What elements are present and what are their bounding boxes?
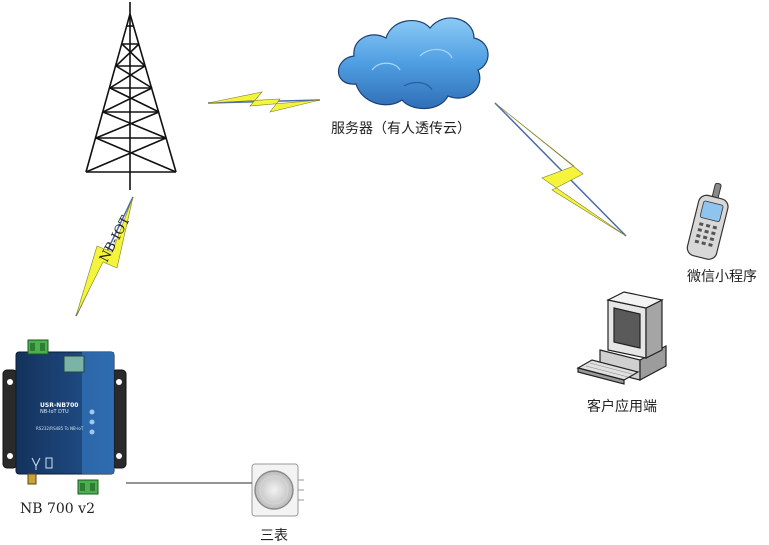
- cell-tower-icon: [85, 2, 177, 190]
- lightning-icon: [207, 91, 321, 113]
- dtu-device-icon: [2, 339, 127, 495]
- device-model-label: USR-NB700: [40, 402, 79, 409]
- mobile-phone-icon: [686, 182, 729, 260]
- cloud-icon: [338, 17, 489, 110]
- meter-icon: [251, 463, 304, 517]
- lightning-icon: [494, 102, 627, 237]
- server-label: 服务器（有人透传云）: [331, 121, 471, 137]
- desktop-computer-icon: [576, 291, 667, 385]
- device-interface-label: RS232/RS485 To NB-IoT: [36, 426, 84, 431]
- device-label: NB 700 v2: [20, 501, 95, 517]
- client-label: 客户应用端: [587, 399, 657, 415]
- device-subtitle-label: NB-IoT DTU: [40, 409, 69, 415]
- lightning-icon: [75, 196, 134, 317]
- wechat-label: 微信小程序: [687, 269, 757, 285]
- meter-label: 三表: [260, 528, 288, 544]
